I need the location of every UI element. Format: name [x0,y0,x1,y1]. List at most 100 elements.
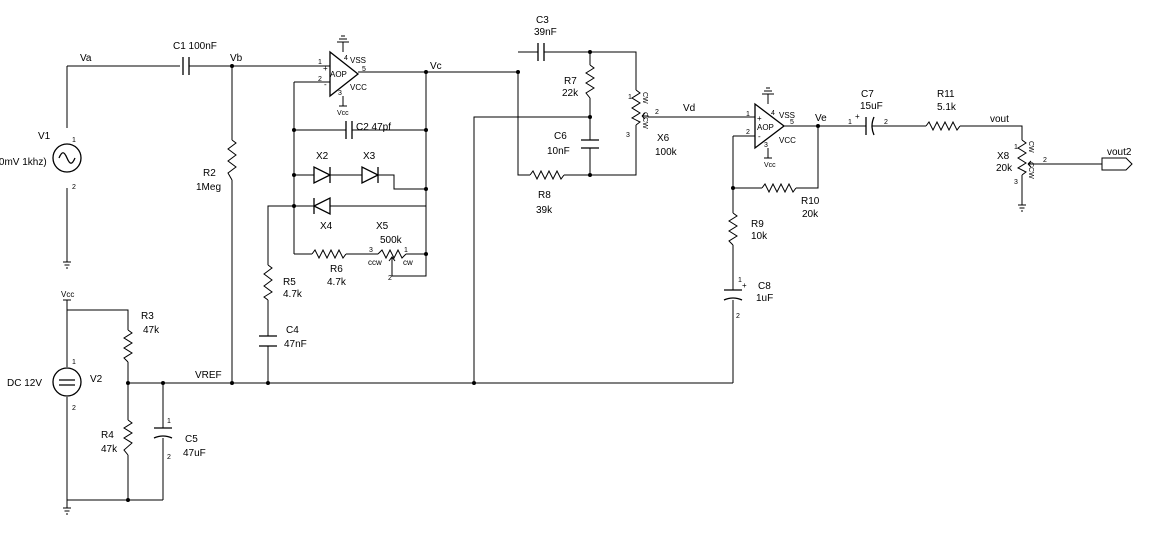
x5-cw-label: cw [403,258,413,267]
u1-name: AOP [330,70,347,79]
v1-source [52,65,180,258]
c4-value: 47nF [284,339,307,350]
v2-supply [52,299,733,515]
junction-dot [126,498,130,502]
x8-pin3: 3 [1014,179,1018,186]
r2-value: 1Meg [196,182,221,193]
x5-ref: X5 [376,221,389,232]
c2-label: C2 47pf [356,122,391,133]
vc-net-label: Vc [430,61,442,72]
junction-dot [731,186,735,190]
x6-pin3: 3 [626,132,630,139]
x6-ref: X6 [657,133,670,144]
u2-name: AOP [757,123,774,132]
r7-value: 22k [562,88,579,99]
x5-pin1: 1 [404,247,408,254]
ve-net-label: Ve [815,113,827,124]
x8-ccw-label: CCW [1027,162,1034,179]
x8-pin1: 1 [1014,144,1018,151]
c1-capacitor [182,57,310,75]
x2-ref: X2 [316,151,329,162]
c8-sign: + [742,281,747,290]
r3-ref: R3 [141,311,154,322]
r11-value: 5.1k [937,102,957,113]
junction-dot [230,381,234,385]
u1-pin3: 3 [338,90,342,97]
u1-pin5: 5 [362,66,366,73]
c8-pin2: 2 [736,313,740,320]
x5-pin3: 3 [369,247,373,254]
junction-dot [516,70,520,74]
c5-value: 47uF [183,448,206,459]
va-net-label: Va [80,53,92,64]
x8-value: 20k [996,163,1013,174]
x8-pin2: 2 [1043,157,1047,164]
output-network [860,116,1133,212]
r4-ref: R4 [101,430,114,441]
c7-ref: C7 [861,89,874,100]
c6-ref: C6 [554,131,567,142]
v1-pin-minus: 2 [72,184,76,191]
u2-vss-label: VSS [779,111,795,120]
x6-cw-label: CW [641,92,648,104]
r11-ref: R11 [937,89,955,100]
r2-resistor [227,66,237,383]
r5-value: 4.7k [283,289,303,300]
r9-ref: R9 [751,219,764,230]
r10-value: 20k [802,209,819,220]
v2-ref: V2 [90,374,103,385]
u2-pin1: 1 [746,111,750,118]
c6-value: 10nF [547,146,570,157]
r10-ref: R10 [801,196,820,207]
v2-vcc-net: Vcc [61,290,74,299]
u1-pin1: 1 [318,59,322,66]
junction-dot [126,381,130,385]
u2-pin3: 3 [764,142,768,149]
junction-dot [292,204,296,208]
x4-ref: X4 [320,221,333,232]
r3-value: 47k [143,325,160,336]
r2-ref: R2 [203,168,216,179]
u2-pin5: 5 [790,119,794,126]
x6-ccw-label: CCW [641,112,648,129]
x6-pin2: 2 [655,109,659,116]
junction-dot [424,128,428,132]
vout-net-label: vout [990,114,1009,125]
u1-pin2: 2 [318,76,322,83]
r7-ref: R7 [564,76,577,87]
vref-net-label: VREF [195,370,222,381]
junction-dot [424,187,428,191]
r9-value: 10k [751,231,768,242]
v1-pin-plus: 1 [72,137,76,144]
junction-dot [292,128,296,132]
junction-dot [588,115,592,119]
r6-value: 4.7k [327,277,347,288]
ground-symbol-v1 [63,261,71,269]
x6-pin1: 1 [628,94,632,101]
opamp-u1 [294,35,426,107]
c1-label: C1 100nF [173,41,217,52]
tone-network [426,43,755,383]
x5-ccw-label: ccw [368,258,382,267]
u2-sign-plus: + [757,114,762,123]
x3-ref: X3 [363,151,376,162]
vout2-port-label: vout2 [1107,147,1132,158]
u2-sign-minus: - [758,132,761,141]
c5-pin2: 2 [167,454,171,461]
c8-ref: C8 [758,281,771,292]
v1-ref: V1 [38,131,51,142]
junction-dot [588,173,592,177]
v1-value: (50mV 1khz) [0,157,47,168]
c7-pin2: 2 [884,119,888,126]
vd-net-label: Vd [683,103,695,114]
opamp-u2 [733,87,860,159]
v2-pin-minus: 2 [72,405,76,412]
x5-pin2: 2 [388,275,392,282]
junction-dot [588,50,592,54]
u1-sign-minus: - [324,80,327,89]
junction-dot [292,173,296,177]
junction-dot [424,252,428,256]
r4-value: 47k [101,444,118,455]
x5-value: 500k [380,235,403,246]
